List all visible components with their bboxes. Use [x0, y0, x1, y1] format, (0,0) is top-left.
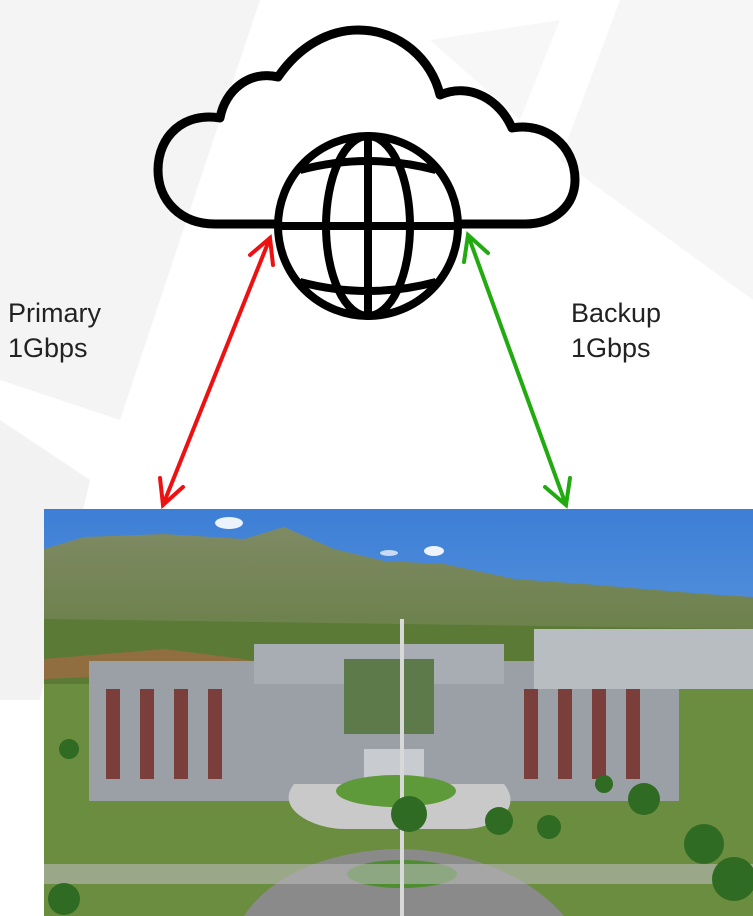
backup-label-speed: 1Gbps: [571, 333, 651, 363]
backup-link-arrow: [462, 231, 572, 509]
primary-label-name: Primary: [8, 298, 101, 328]
primary-link-arrow: [158, 234, 275, 510]
campus-building-photo: [44, 509, 753, 916]
primary-link-label: Primary 1Gbps: [8, 296, 101, 366]
backup-label-name: Backup: [571, 298, 662, 328]
backup-link-label: Backup 1Gbps: [571, 296, 661, 366]
globe-icon: [274, 132, 462, 320]
cloud-icon: [153, 25, 580, 229]
primary-label-speed: 1Gbps: [8, 333, 88, 363]
